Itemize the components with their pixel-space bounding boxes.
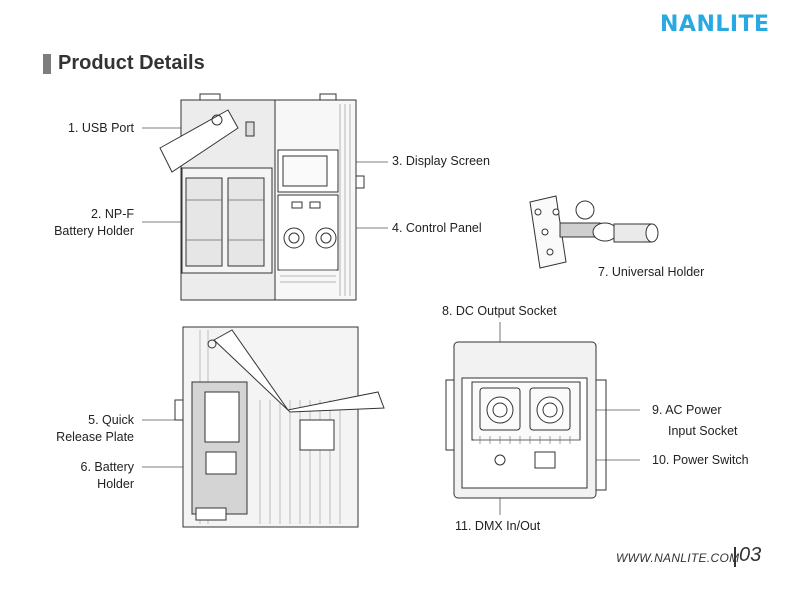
- device-top-view: [159, 93, 365, 301]
- universal-holder-illustration: [529, 195, 659, 269]
- label-ac-power-line2: Input Socket: [668, 424, 738, 438]
- label-power-switch: 10. Power Switch: [652, 453, 749, 467]
- label-dc-output: 8. DC Output Socket: [442, 304, 557, 318]
- footer-divider: [734, 547, 736, 567]
- page-number: 03: [739, 544, 762, 566]
- label-quick-release-line1: 5. Quick: [88, 413, 134, 427]
- label-battery-holder-line1: 6. Battery: [80, 460, 135, 474]
- label-npf-line2: Battery Holder: [54, 224, 134, 238]
- label-dmx: 11. DMX In/Out: [455, 519, 541, 533]
- brand-logo: NANLITE: [660, 12, 770, 37]
- label-battery-holder-line2: Holder: [97, 477, 134, 491]
- device-back-panel: [445, 341, 607, 499]
- page-title: Product Details: [58, 52, 205, 74]
- label-ac-power-line1: 9. AC Power: [652, 403, 722, 417]
- label-display-screen: 3. Display Screen: [392, 154, 490, 168]
- label-npf-line1: 2. NP-F: [90, 207, 134, 221]
- label-universal-holder: 7. Universal Holder: [598, 265, 705, 279]
- label-quick-release-line2: Release Plate: [56, 430, 134, 444]
- label-usb-port: 1. USB Port: [68, 121, 134, 135]
- footer-url: WWW.NANLITE.COM: [616, 551, 740, 565]
- title-accent-bar: [43, 54, 51, 74]
- device-side-view: [174, 326, 385, 528]
- label-control-panel: 4. Control Panel: [392, 221, 482, 235]
